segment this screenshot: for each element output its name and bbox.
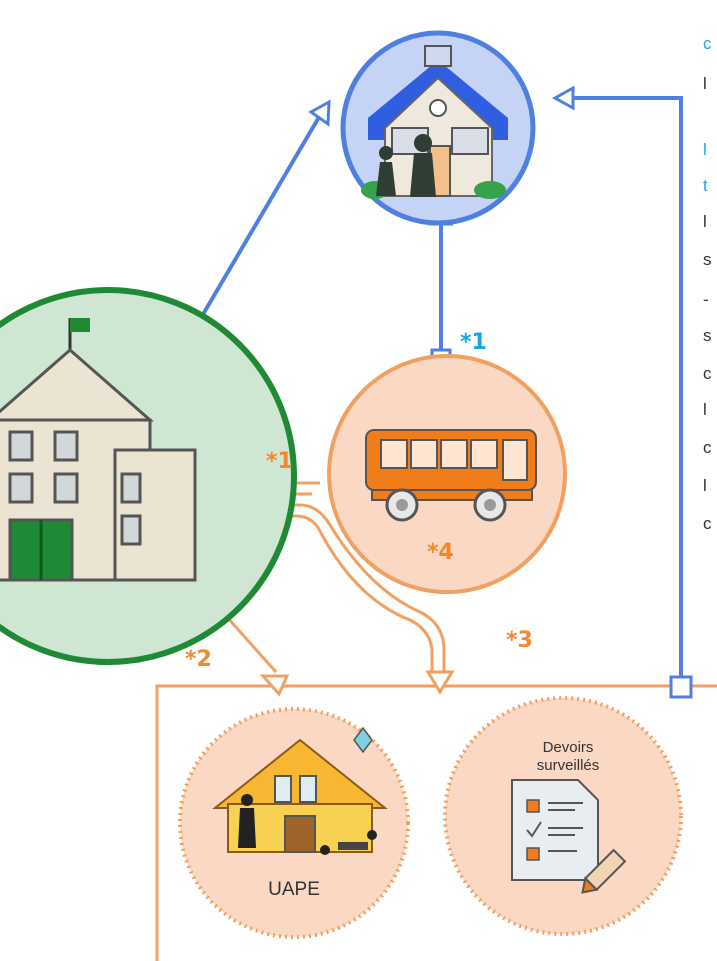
arrowhead-bus-homework (425, 670, 455, 695)
sidebar-fragment: c (703, 514, 712, 533)
orange-arrowheads (259, 670, 455, 697)
arrowhead-homework-home (551, 85, 575, 111)
sidebar-fragment: l (703, 74, 707, 93)
homework-connector-square (669, 675, 693, 699)
sidebar-fragment: t (703, 176, 708, 195)
flag-icon (70, 318, 90, 332)
marker-orange-2: *2 (185, 647, 212, 672)
sidebar-fragment: l (703, 476, 707, 495)
school-icon (0, 318, 197, 582)
sidebar-fragment: c (703, 364, 712, 383)
blue-connectors (183, 96, 683, 686)
sidebar-fragment: - (703, 290, 709, 309)
sidebar-fragment: s (703, 326, 712, 345)
school-node (0, 287, 297, 665)
sidebar-fragment: l (703, 140, 707, 159)
sidebar-fragment: c (703, 34, 712, 53)
marker-blue-1: *1 (460, 330, 487, 355)
house-icon (361, 45, 508, 199)
uape-node (178, 707, 410, 939)
after-school-container (155, 684, 717, 961)
homework-node (443, 696, 683, 936)
home-node (340, 30, 536, 226)
marker-orange-4: *4 (427, 540, 454, 565)
cropped-text-column: c l l t l s - s c l c l c (703, 0, 717, 961)
devoirs-label-line1: Devoirs (543, 739, 594, 756)
sidebar-fragment: l (703, 212, 707, 231)
arrowhead-school-uape (259, 674, 290, 697)
sidebar-fragment: c (703, 438, 712, 457)
homework-to-home-line (573, 96, 683, 686)
uape-building-icon (212, 726, 388, 855)
sidebar-fragment: s (703, 250, 712, 269)
arrowhead-school-home (308, 99, 331, 127)
bus-node (327, 354, 567, 594)
marker-orange-1: *1 (266, 449, 293, 474)
kite-icon (353, 726, 373, 754)
homework-document-icon (511, 779, 599, 881)
uape-label: UAPE (268, 879, 320, 900)
devoirs-label-line2: surveillés (537, 757, 600, 774)
marker-orange-3: *3 (506, 628, 533, 653)
pencil-icon (581, 848, 627, 894)
bus-icon (365, 429, 537, 522)
sidebar-fragment: l (703, 400, 707, 419)
school-to-home-line (183, 110, 324, 347)
